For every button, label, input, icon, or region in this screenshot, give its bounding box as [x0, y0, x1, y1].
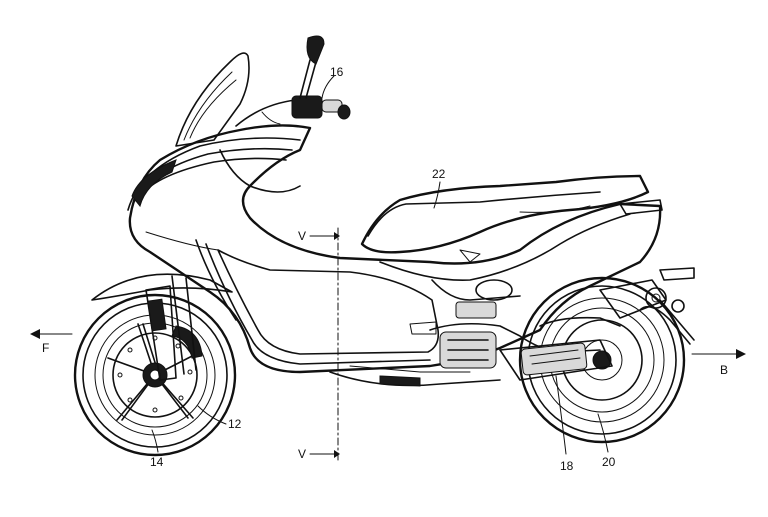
swing-arm — [499, 316, 621, 381]
reference-22: 22 — [432, 167, 446, 209]
ref-label-18: 18 — [560, 459, 574, 473]
handlebar — [235, 35, 351, 127]
section-label-top: V — [298, 229, 306, 243]
reference-20: 20 — [597, 413, 616, 469]
tail-light — [619, 199, 663, 215]
seat — [360, 174, 650, 254]
front-brake-disc — [112, 332, 198, 418]
direction-back-arrow: B — [691, 349, 746, 377]
mirror — [306, 35, 325, 65]
direction-back-label: B — [720, 363, 728, 377]
floor-side-panel — [217, 249, 440, 355]
ref-label-22: 22 — [432, 167, 446, 181]
front-fork — [145, 275, 197, 381]
reference-14: 14 — [150, 429, 164, 469]
section-label-bottom: V — [298, 447, 306, 461]
body-panel — [128, 124, 662, 374]
rear-suspension — [599, 267, 695, 345]
reference-12: 12 — [197, 405, 242, 431]
section-line-v: V V — [298, 227, 340, 461]
headlight — [131, 159, 177, 208]
ref-label-16: 16 — [330, 65, 344, 79]
direction-front-arrow: F — [30, 329, 73, 355]
ref-label-12: 12 — [228, 417, 242, 431]
direction-front-label: F — [42, 341, 49, 355]
reference-16: 16 — [321, 65, 344, 99]
windscreen — [175, 52, 250, 147]
ref-label-20: 20 — [602, 455, 616, 469]
front-fender — [91, 273, 233, 301]
front-caliper — [171, 325, 203, 359]
reference-18: 18 — [555, 375, 574, 473]
ref-label-14: 14 — [150, 455, 164, 469]
